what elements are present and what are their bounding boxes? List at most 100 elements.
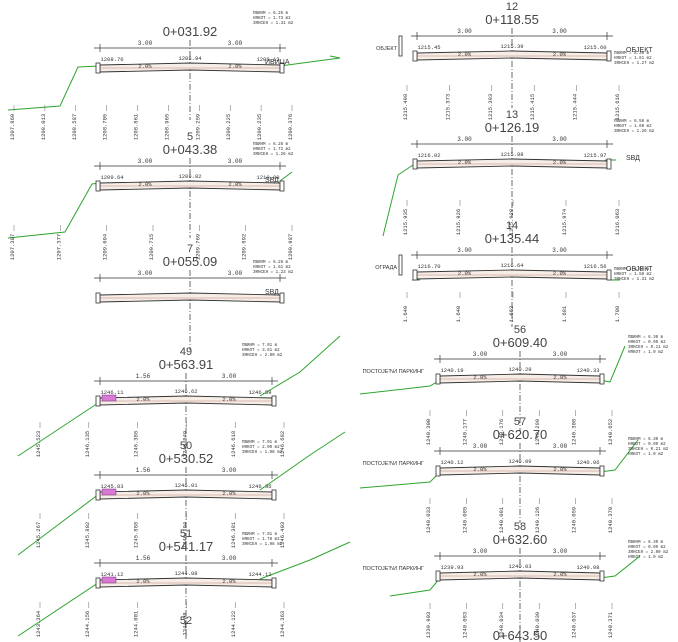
side-label-left: ПОСТОЈЕЋИ ПАРКИНГ [363, 369, 424, 375]
section-number: 57 [514, 416, 526, 428]
ground-elevation: 1207.377 [55, 234, 62, 260]
area-note: ПВИНМ = 6.26 m [253, 143, 289, 147]
width-left: 3.00 [457, 28, 472, 35]
ground-elevation: 1240.652 [607, 419, 614, 445]
width-left: 3.00 [457, 247, 472, 254]
ground-elevation: 1207.869 [9, 114, 16, 140]
ground-elevation: 1240.289 [534, 419, 541, 445]
area-note: ПВИНМ = 6.30 m [628, 541, 664, 545]
area-note: НЯКОТ = 1.73 m2 [253, 17, 291, 21]
side-label-left: ОБЈЕКТ [376, 46, 398, 52]
side-label-right: SВД [265, 289, 279, 296]
width-right: 3.00 [552, 28, 567, 35]
slope-right: 2.0% [222, 490, 236, 497]
ground-elevation: 1.640 [455, 306, 462, 323]
width-left: 1.56 [136, 373, 151, 380]
elevation-left: 1209.64 [100, 174, 124, 181]
terrain-line [7, 55, 341, 111]
slope-right: 2.0% [553, 466, 567, 473]
ground-elevation: 1240.037 [571, 612, 578, 638]
curb-right [279, 292, 285, 304]
elevation-centre: 1240.09 [508, 458, 531, 465]
ground-elevation: 1.681 [561, 305, 568, 322]
width-left: 3.00 [473, 443, 488, 450]
slope-right: 2.0% [553, 374, 567, 381]
slope-right: 2.0% [228, 63, 242, 70]
side-label-right: SВД [626, 155, 640, 162]
ground-elevation: 1208.705 [102, 114, 109, 140]
ground-elevation: 1240.039 [534, 612, 541, 638]
section-number: 58 [514, 521, 526, 533]
ground-elevation: 1208.587 [71, 114, 78, 140]
ground-elevation: 1215.926 [455, 209, 462, 235]
elevation-left: 1245.83 [100, 483, 123, 490]
section-number: 49 [180, 346, 192, 358]
area-note: НЯКОТ = 1.0 m2 [628, 556, 664, 560]
object-marker [398, 35, 403, 57]
area-note: НЯКОТ = 1.0 m2 [628, 453, 664, 457]
width-right: 3.00 [228, 270, 243, 277]
ground-elevation: 1240.091 [498, 506, 505, 533]
ground-elevation: 1245.888 [133, 522, 140, 548]
elevation-centre: 1240.29 [508, 366, 531, 373]
ground-elevation: 1240.126 [534, 507, 541, 533]
curb-right [279, 180, 285, 192]
ground-elevation: 1240.085 [461, 507, 468, 533]
station-label: 0+609.40 [493, 335, 548, 350]
area-note: ПВИНМ = 6.30 m [614, 52, 650, 56]
ground-elevation: 1209.987 [287, 234, 294, 260]
slope-left: 2.0% [458, 159, 472, 166]
section-number: 13 [506, 109, 518, 121]
station-label: 0+043.38 [163, 142, 218, 157]
elevation-left: 1216.70 [417, 263, 440, 270]
curb-right [606, 269, 612, 281]
elevation-left: 1215.45 [417, 44, 440, 51]
area-note: ЗЯНСЕН = 1.26 m2 [614, 130, 655, 134]
elevation-right: 1216.56 [583, 263, 606, 270]
ground-elevation: 1215.498 [402, 94, 409, 120]
station-label: 0+563.91 [159, 357, 214, 372]
ground-elevation: 1244.156 [84, 611, 91, 637]
area-note: ПВИНМ = 6.26 m [253, 261, 289, 265]
ground-elevation: 1246.194 [181, 521, 188, 548]
side-label-left: ОГРАДА [375, 265, 397, 271]
ground-elevation: 1215.373 [444, 94, 451, 120]
elevation-left: 1246.11 [100, 389, 124, 396]
slope-left: 2.0% [136, 490, 150, 497]
area-note: НЯКОТ = 0.09 m2 [628, 443, 666, 447]
ground-elevation: 1246.388 [133, 431, 140, 457]
ground-elevation: 1243.364 [35, 610, 42, 637]
elevation-right: 1210.00 [256, 174, 279, 181]
ground-elevation: 1215.935 [402, 209, 409, 235]
slope-left: 2.0% [138, 63, 152, 70]
ground-elevation: 1240.059 [571, 507, 578, 533]
section-number: 56 [514, 324, 526, 336]
area-note: ПВИНМ = 6.56 m [614, 120, 650, 124]
elevation-right: 1215.97 [583, 152, 606, 159]
width-right: 3.00 [553, 351, 568, 358]
slope-left: 2.0% [473, 374, 487, 381]
ground-elevation: 1209.769 [194, 234, 201, 260]
width-right: 3.00 [228, 158, 243, 165]
elevation-centre: 1246.62 [174, 388, 197, 395]
slope-left: 2.0% [136, 578, 150, 585]
area-note: ПВИНМ = 6.26 m [253, 12, 289, 16]
section-number: 5 [187, 131, 193, 143]
slope-right: 2.0% [228, 181, 242, 188]
ground-elevation: 1244.001 [133, 610, 140, 637]
station-label: 0+031.92 [163, 24, 218, 39]
curb-left [435, 373, 441, 385]
sidewalk-fill [101, 576, 117, 584]
ground-elevation: 1215.974 [561, 208, 568, 235]
width-left: 3.00 [138, 158, 153, 165]
area-note: НЯКОТ = 1.61 m2 [614, 57, 652, 61]
ground-elevation: 1246.549 [181, 431, 188, 457]
area-note: ПВИНМ = 7.01 m [242, 441, 278, 445]
curb-left [95, 395, 101, 407]
area-note: ЗЯНСЕН = 1.26 m2 [253, 153, 294, 157]
